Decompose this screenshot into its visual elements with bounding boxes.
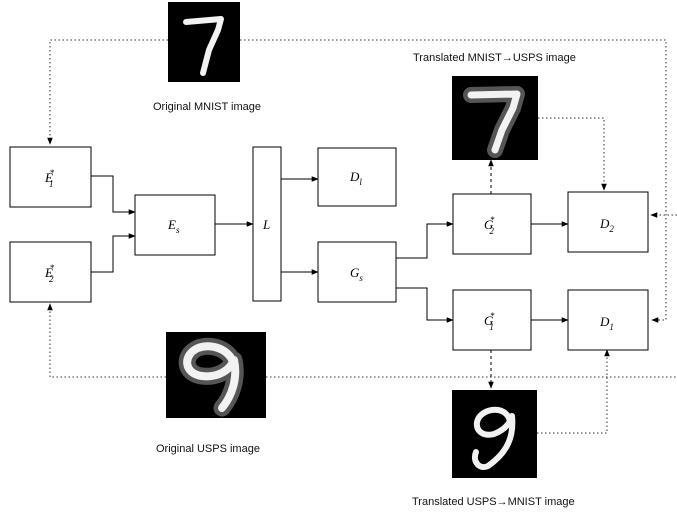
box-es: Es	[134, 194, 216, 256]
top-dotted-loop-line	[240, 39, 667, 323]
gs-to-g2-arrow	[396, 221, 454, 259]
box-dl: Dl	[317, 147, 397, 207]
caption-translated-mnist-usps: Translated MNIST→USPS image	[413, 52, 576, 64]
svg-text:E1*: E1*	[44, 168, 54, 189]
original-usps-image	[166, 332, 266, 418]
box-d2: D2	[567, 191, 649, 253]
box-g2: G2*	[452, 193, 532, 255]
translated-9-to-d1-dotted-line	[537, 349, 610, 434]
svg-text:Es: Es	[167, 217, 180, 235]
svg-text:D1: D1	[599, 314, 614, 332]
svg-text:Gs: Gs	[350, 265, 363, 283]
original-mnist-image	[168, 2, 240, 82]
caption-original-mnist: Original MNIST image	[153, 101, 261, 113]
e2-to-es-arrow	[91, 233, 136, 273]
box-l: L	[252, 146, 282, 302]
svg-text:E2*: E2*	[44, 263, 54, 284]
box-gs: Gs	[317, 241, 397, 303]
mnist-to-e1-dotted-line	[47, 39, 168, 145]
caption-original-usps: Original USPS image	[156, 443, 260, 455]
translated-usps-mnist-image	[452, 390, 537, 478]
box-e1: E1*	[9, 146, 92, 208]
box-e2: E2*	[9, 241, 92, 303]
svg-text:G2*: G2*	[484, 215, 495, 236]
svg-text:G1*: G1*	[484, 311, 495, 332]
box-g1: G1*	[452, 289, 532, 351]
usps-to-e2-dotted-line	[47, 303, 166, 378]
translated-7-to-d2-dotted-line	[538, 117, 607, 191]
svg-text:L: L	[262, 217, 270, 232]
svg-text:D2: D2	[599, 216, 614, 234]
gs-to-g1-arrow	[396, 287, 454, 323]
box-d1: D1	[567, 289, 649, 351]
svg-text:Dl: Dl	[349, 169, 362, 187]
translated-mnist-usps-image	[452, 76, 538, 160]
e1-to-es-arrow	[91, 175, 136, 215]
caption-translated-usps-mnist: Translated USPS→MNIST image	[412, 496, 575, 508]
